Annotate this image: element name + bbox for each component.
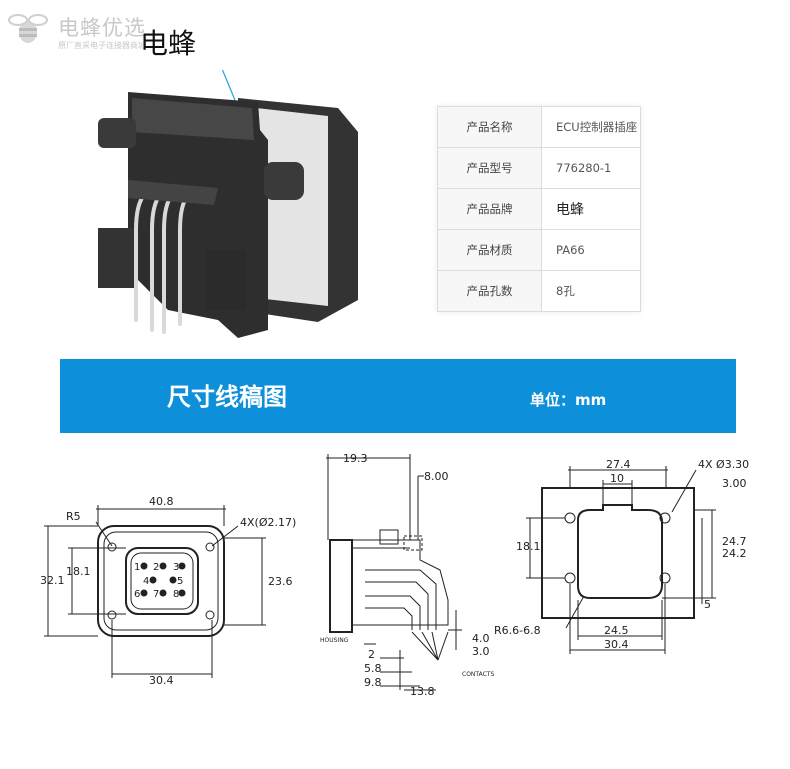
front-height-inner: 18.1 xyxy=(66,565,91,578)
spec-row-name: 产品名称 ECU控制器插座 xyxy=(437,106,641,148)
connector-photo xyxy=(98,70,358,338)
spec-row-holes: 产品孔数 8孔 xyxy=(437,270,641,312)
front-radius: R5 xyxy=(66,510,81,523)
panel-width-2: 30.4 xyxy=(604,638,629,651)
pin-label-6: 6 xyxy=(134,589,140,600)
panel-width-top: 27.4 xyxy=(606,458,631,471)
panel-width-1: 24.5 xyxy=(604,624,629,637)
spec-label: 产品型号 xyxy=(437,147,542,189)
spec-value: PA66 xyxy=(541,229,641,271)
side-depth: 19.3 xyxy=(343,452,368,465)
dimension-banner: 尺寸线稿图 单位：mm xyxy=(60,359,736,433)
panel-height-2: 24.2 xyxy=(722,547,747,560)
brand-callout: 电蜂 xyxy=(140,27,197,60)
side-dim-13-8: 13.8 xyxy=(410,685,435,698)
pin-label-5: 5 xyxy=(177,576,183,587)
pin-label-8: 8 xyxy=(173,589,179,600)
spec-value: 776280-1 xyxy=(541,147,641,189)
panel-holes: 4X Ø3.30 xyxy=(698,458,749,471)
spec-label: 产品品牌 xyxy=(437,188,542,230)
front-width: 40.8 xyxy=(149,495,174,508)
panel-radius: R6.6-6.8 xyxy=(494,624,541,637)
front-height-right: 23.6 xyxy=(268,575,293,588)
front-base-width: 30.4 xyxy=(149,674,174,687)
banner-unit: 单位：mm xyxy=(530,391,607,409)
pin-label-3: 3 xyxy=(173,562,179,573)
front-height-outer: 32.1 xyxy=(40,574,65,587)
panel-offset: 5 xyxy=(704,598,711,611)
spec-value: ECU控制器插座 xyxy=(541,106,641,148)
banner-title: 尺寸线稿图 xyxy=(167,383,287,411)
front-holes: 4X(Ø2.17) xyxy=(240,516,296,529)
spec-label: 产品孔数 xyxy=(437,270,542,312)
side-housing-label: HOUSING xyxy=(320,637,349,644)
pin-label-1: 1 xyxy=(134,562,140,573)
panel-thickness: 3.00 xyxy=(722,477,747,490)
side-contacts-label: CONTACTS xyxy=(462,671,494,678)
dimension-drawings: 1 2 3 4 5 6 7 8 40.8 R5 4X(Ø2.17) 32.1 1… xyxy=(40,452,749,698)
pin-label-4: 4 xyxy=(143,576,149,587)
side-offset: 8.00 xyxy=(424,470,449,483)
spec-label: 产品材质 xyxy=(437,229,542,271)
pin-label-2: 2 xyxy=(153,562,159,573)
side-dim-2: 2 xyxy=(368,648,375,661)
side-dim-5-8: 5.8 xyxy=(364,662,382,675)
spec-row-brand: 产品品牌 电蜂 xyxy=(437,188,641,230)
brand-logo: 电蜂优选 原厂直采电子连接器商城 xyxy=(8,6,208,50)
spec-value: 电蜂 xyxy=(541,188,641,230)
spec-row-model: 产品型号 776280-1 xyxy=(437,147,641,189)
spec-table: 产品名称 ECU控制器插座 产品型号 776280-1 产品品牌 电蜂 产品材质… xyxy=(437,106,641,312)
spec-value: 8孔 xyxy=(541,270,641,312)
side-dim-9-8: 9.8 xyxy=(364,676,382,689)
pin-label-7: 7 xyxy=(153,589,159,600)
panel-height-1: 24.7 xyxy=(722,535,747,548)
bee-icon xyxy=(8,14,48,43)
brand-subtitle: 原厂直采电子连接器商城 xyxy=(58,41,146,50)
spec-label: 产品名称 xyxy=(437,106,542,148)
panel-tab: 10 xyxy=(610,472,624,485)
side-dim-4-0: 4.0 xyxy=(472,632,490,645)
spec-row-material: 产品材质 PA66 xyxy=(437,229,641,271)
side-dim-3-0: 3.0 xyxy=(472,645,490,658)
brand-name: 电蜂优选 xyxy=(58,16,146,40)
panel-height-left: 18.1 xyxy=(516,540,541,553)
